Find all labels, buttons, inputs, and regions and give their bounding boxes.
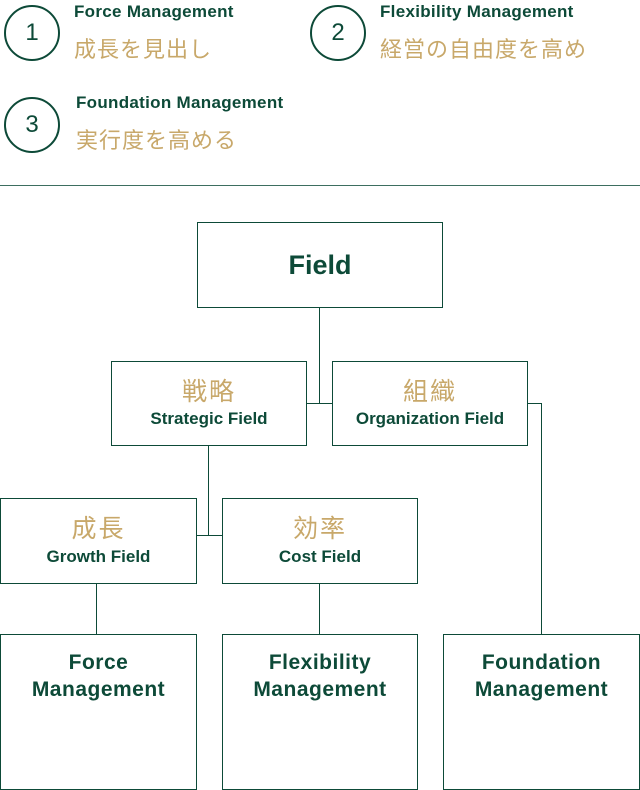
- legend-title-jp-2: 経営の自由度を高め: [380, 38, 588, 63]
- connector-level1-bar: [307, 403, 333, 404]
- node-label-en: Strategic Field: [150, 409, 268, 429]
- connector-level2-bar: [196, 535, 222, 536]
- node-label-jp: 成長: [71, 514, 126, 544]
- node-strategy: 戦略 Strategic Field: [111, 361, 307, 446]
- node-label-jp: 戦略: [181, 376, 236, 406]
- number-badge-2: 2: [310, 5, 366, 61]
- node-label-en: Growth Field: [46, 546, 151, 566]
- node-label: Field: [288, 249, 352, 280]
- node-foundation-management: Foundation Management: [443, 634, 640, 790]
- legend-title-jp-3: 実行度を高める: [76, 129, 238, 154]
- connector-org-to-foundation: [541, 403, 542, 635]
- connector-growth-to-force: [96, 583, 97, 635]
- legend-title-en-1: Force Management: [74, 2, 234, 21]
- legend-title-en-3: Foundation Management: [76, 93, 284, 112]
- node-label-en: Organization Field: [355, 409, 505, 429]
- node-force-management: Force Management: [0, 634, 197, 790]
- node-growth: 成長 Growth Field: [0, 498, 197, 584]
- section-divider: [0, 185, 640, 186]
- node-label: Flexibility Management: [253, 651, 387, 702]
- number-badge-1: 1: [4, 5, 60, 61]
- node-label-en: Cost Field: [278, 546, 362, 566]
- legend-title-jp-1: 成長を見出し: [74, 38, 213, 63]
- legend-title-en-2: Flexibility Management: [380, 2, 574, 21]
- node-label: Force Management: [31, 651, 166, 702]
- number-badge-3: 3: [4, 97, 60, 153]
- node-label: Foundation Management: [474, 651, 609, 702]
- node-label-jp: 組織: [402, 376, 457, 406]
- node-label-jp: 効率: [292, 514, 347, 544]
- connector-strategy-stem: [208, 445, 209, 536]
- connector-org-out: [528, 403, 542, 404]
- node-efficiency: 効率 Cost Field: [222, 498, 418, 584]
- node-field-root: Field: [197, 222, 443, 308]
- connector-efficiency-to-flexibility: [319, 583, 320, 635]
- node-organization: 組織 Organization Field: [332, 361, 528, 446]
- node-flexibility-management: Flexibility Management: [222, 634, 418, 790]
- connector-root-stem: [319, 307, 320, 403]
